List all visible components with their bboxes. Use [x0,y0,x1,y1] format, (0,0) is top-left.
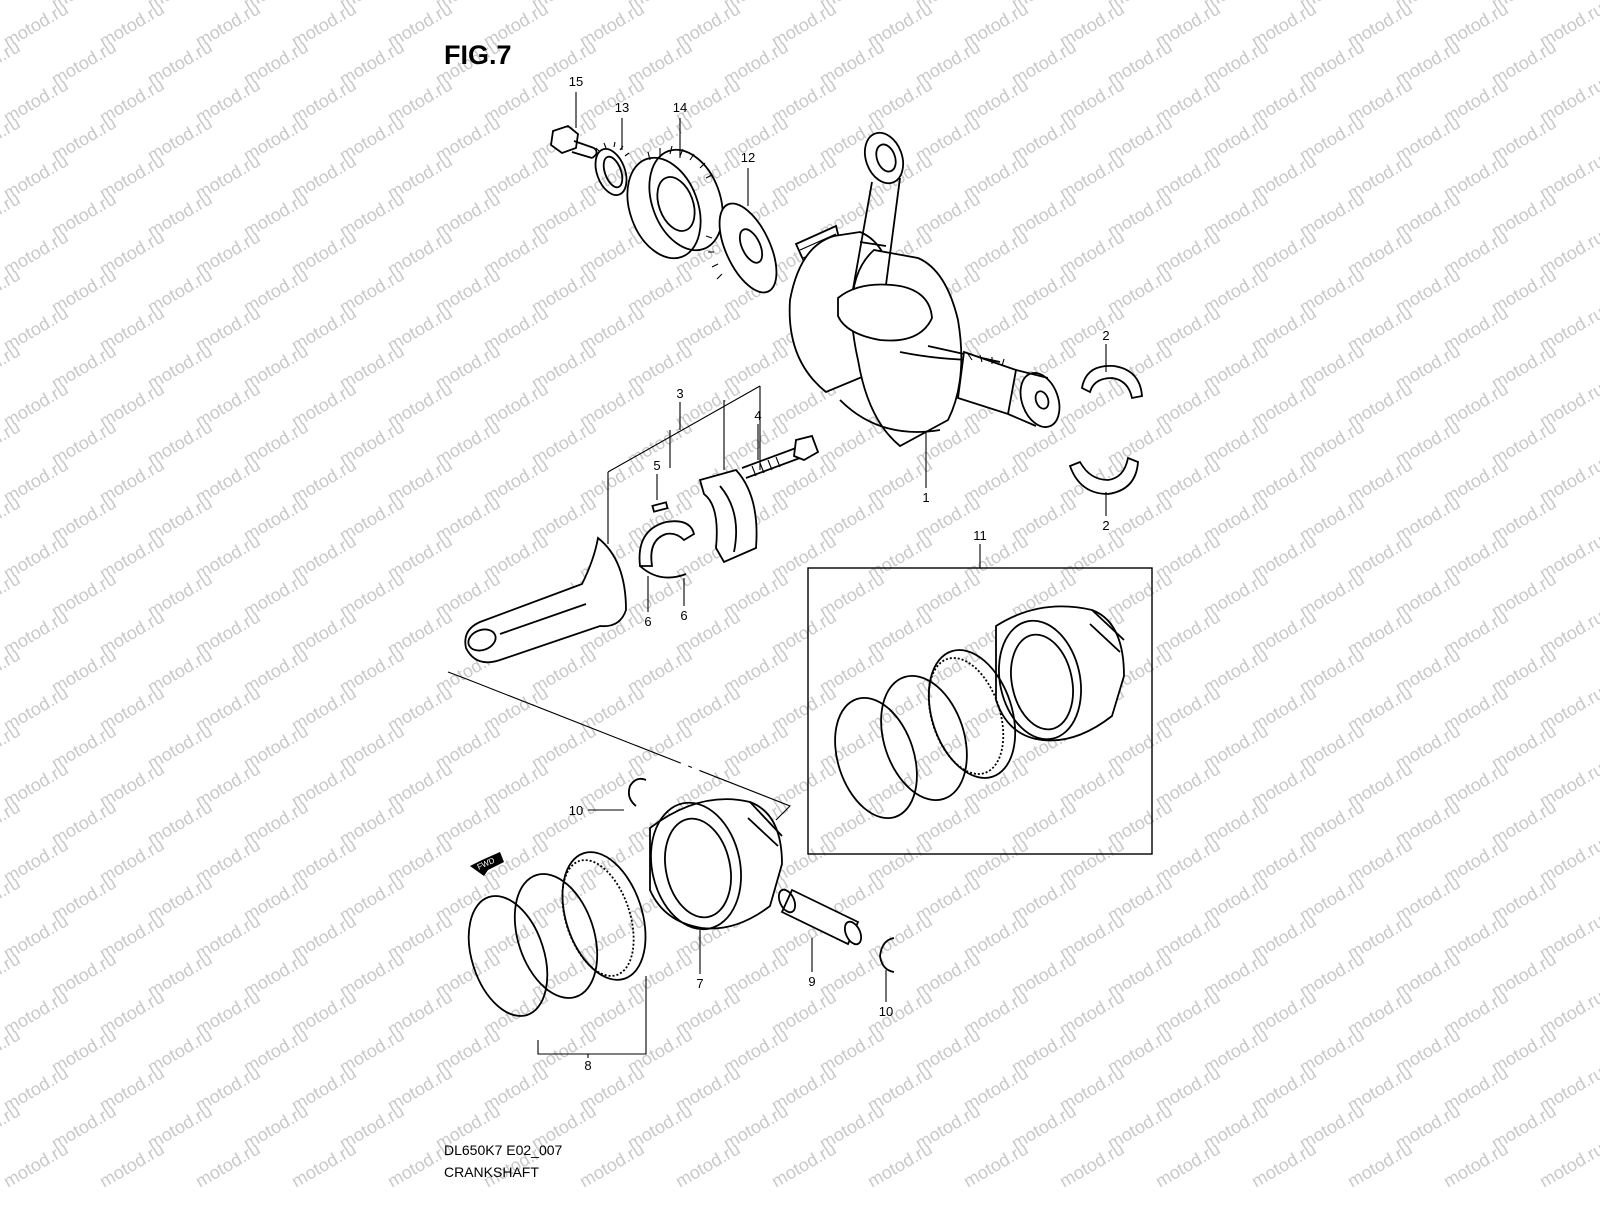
watermark-text: motod.ru [1056,1139,1128,1192]
watermark-text: motod.ru [768,1139,840,1192]
callout-9: 9 [808,974,815,989]
callout-6-left: 6 [644,614,651,629]
conrod-upper [837,131,933,342]
ring-set-bracket-8 [537,976,647,1058]
lock-washer-13 [594,141,630,196]
pin-5 [651,501,669,513]
callout-11: 11 [973,528,987,543]
bolt-15 [550,124,598,159]
inset-ring-set [834,649,1017,820]
watermark-text: motod.ru [1248,1139,1320,1192]
callout-14: 14 [673,100,687,115]
conrod-set-bracket-3 [607,385,761,544]
watermark-text: motod.ru [1440,1139,1512,1192]
piston-7 [649,798,783,931]
piston-ring-set-8 [467,851,647,1017]
callout-1: 1 [922,490,929,505]
conrod-bolt-4 [741,434,820,479]
diagram-code: DL650K7 E02_007 [444,1142,563,1158]
watermark-text: motod.ru [288,1139,360,1192]
watermark-text: motod.ru [672,1139,744,1192]
watermark-text: motod.ru [576,1139,648,1192]
conrod-bearing-6-left [638,520,696,579]
callout-10-lower: 10 [879,1004,893,1019]
watermark-text: motod.ru [1152,1139,1224,1192]
link-line [447,671,791,821]
washer-12 [705,202,778,294]
crank-bearing-2-upper [1081,365,1143,400]
crank-bearing-2-lower [1068,456,1139,495]
callout-12: 12 [741,150,755,165]
circlip-10-upper [627,777,647,807]
circlip-10-lower [879,937,895,973]
conrod-lower [464,536,627,664]
conrod-cap [698,468,758,564]
callout-2-upper: 2 [1102,328,1109,343]
watermark-text: motod.ru [192,1139,264,1192]
piston-pin-9 [777,888,863,946]
primary-gear-14 [626,145,724,260]
callout-15: 15 [569,74,583,89]
callout-8: 8 [584,1058,591,1073]
watermark-text: motod.ru [864,1139,936,1192]
callout-13: 13 [615,100,629,115]
callout-7: 7 [696,976,703,991]
inset-piston [995,605,1125,742]
watermark-text: motod.ru [96,1139,168,1192]
watermark-text: motod.ru [0,1139,72,1192]
callout-10-upper: 10 [569,803,583,818]
callout-5: 5 [653,458,660,473]
watermark-text: motod.ru [960,1139,1032,1192]
crankshaft-1 [788,224,1061,448]
diagram-name: CRANKSHAFT [444,1164,539,1180]
figure-title: FIG.7 [444,40,512,70]
callout-2-lower: 2 [1102,518,1109,533]
callout-3: 3 [676,386,683,401]
callout-labels: 15 13 14 12 1 2 2 3 4 5 6 6 11 10 7 9 10… [569,74,1110,1073]
callout-6-right: 6 [680,608,687,623]
watermark-text: motod.ru [1536,1139,1600,1192]
watermark-text: motod.ru [0,0,24,13]
callout-4: 4 [754,408,761,423]
watermark-text: motod.ru [1344,1139,1416,1192]
leader-lines [575,92,1107,1002]
